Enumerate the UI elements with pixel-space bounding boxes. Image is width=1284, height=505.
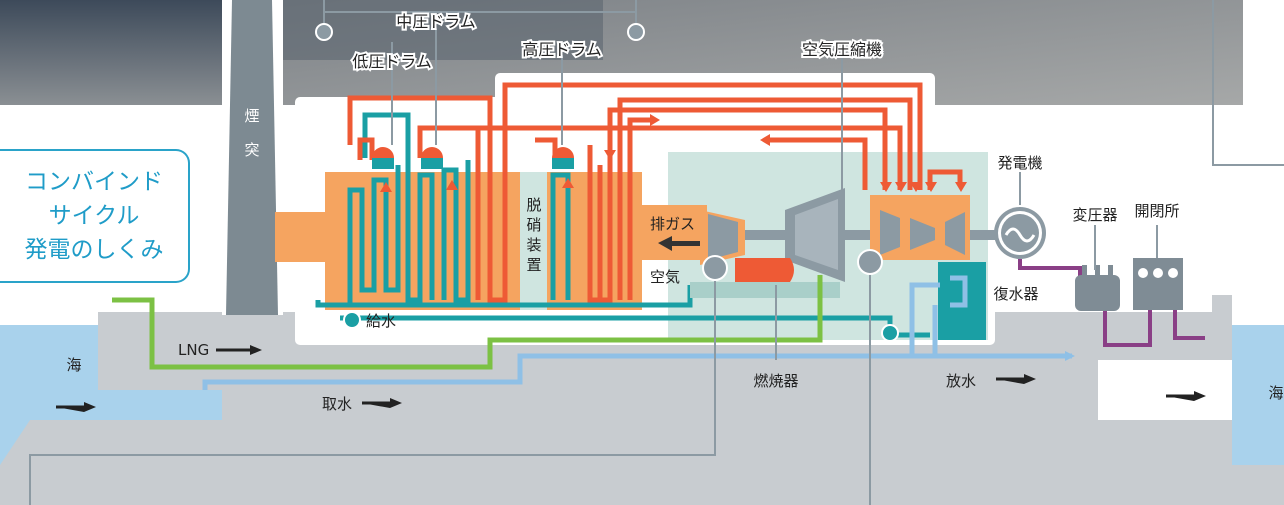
flow-arrow-shafts [56, 348, 1196, 409]
chimney-label-1: 煙 [244, 107, 259, 125]
transformer-label: 変圧器 [1072, 206, 1117, 224]
power-lines [1018, 259, 1205, 347]
combustor [690, 258, 840, 298]
lng-line [112, 275, 823, 370]
ip-drum-label: 中圧ドラム [396, 12, 476, 31]
switchyard [1133, 258, 1183, 310]
transformer [1075, 265, 1120, 311]
background-photo [0, 0, 1284, 160]
combustor-label: 燃焼器 [753, 372, 798, 390]
denox-label-3: 装 [526, 236, 541, 254]
title-line-3: 発電のしくみ [24, 237, 164, 263]
denox-label-1: 脱 [526, 196, 541, 214]
lng-label: LNG [178, 341, 209, 359]
hp-drum-label: 高圧ドラム [522, 40, 602, 59]
diagram-title: コンバインド サイクル 発電のしくみ [0, 149, 190, 283]
steam-arrows [380, 114, 967, 192]
switchyard-label: 開閉所 [1134, 202, 1179, 220]
condenser [938, 262, 986, 340]
denox-label-2: 硝 [526, 216, 541, 234]
leader-dots [315, 23, 883, 281]
sea-left-label: 海 [66, 356, 81, 374]
title-line-2: サイクル [48, 203, 140, 229]
exhaust-arrow [658, 236, 700, 251]
exhaust-gas-label: 排ガス [650, 215, 695, 233]
condenser-label: 復水器 [993, 285, 1038, 303]
generator-label: 発電機 [997, 154, 1042, 172]
pumps [343, 311, 899, 342]
air-compressor-label: 空気圧縮機 [802, 40, 882, 59]
air-label: 空気 [650, 268, 680, 286]
sea-right-label: 海 [1268, 384, 1283, 402]
drums [372, 147, 574, 169]
chimney-label-2: 突 [244, 141, 259, 159]
cooling-water-lines [202, 282, 1075, 390]
water-intake-label: 取水 [322, 395, 352, 413]
steam-tubes [347, 82, 963, 303]
turbines [700, 188, 1046, 282]
lp-drum-label: 低圧ドラム [352, 52, 432, 71]
chimney [222, 0, 283, 315]
feed-water-label: 給水 [366, 312, 396, 330]
title-line-1: コンバインド [25, 169, 163, 195]
sea-and-ground [0, 295, 1284, 505]
denox-label-4: 置 [526, 256, 541, 274]
water-discharge-label: 放水 [946, 372, 976, 390]
